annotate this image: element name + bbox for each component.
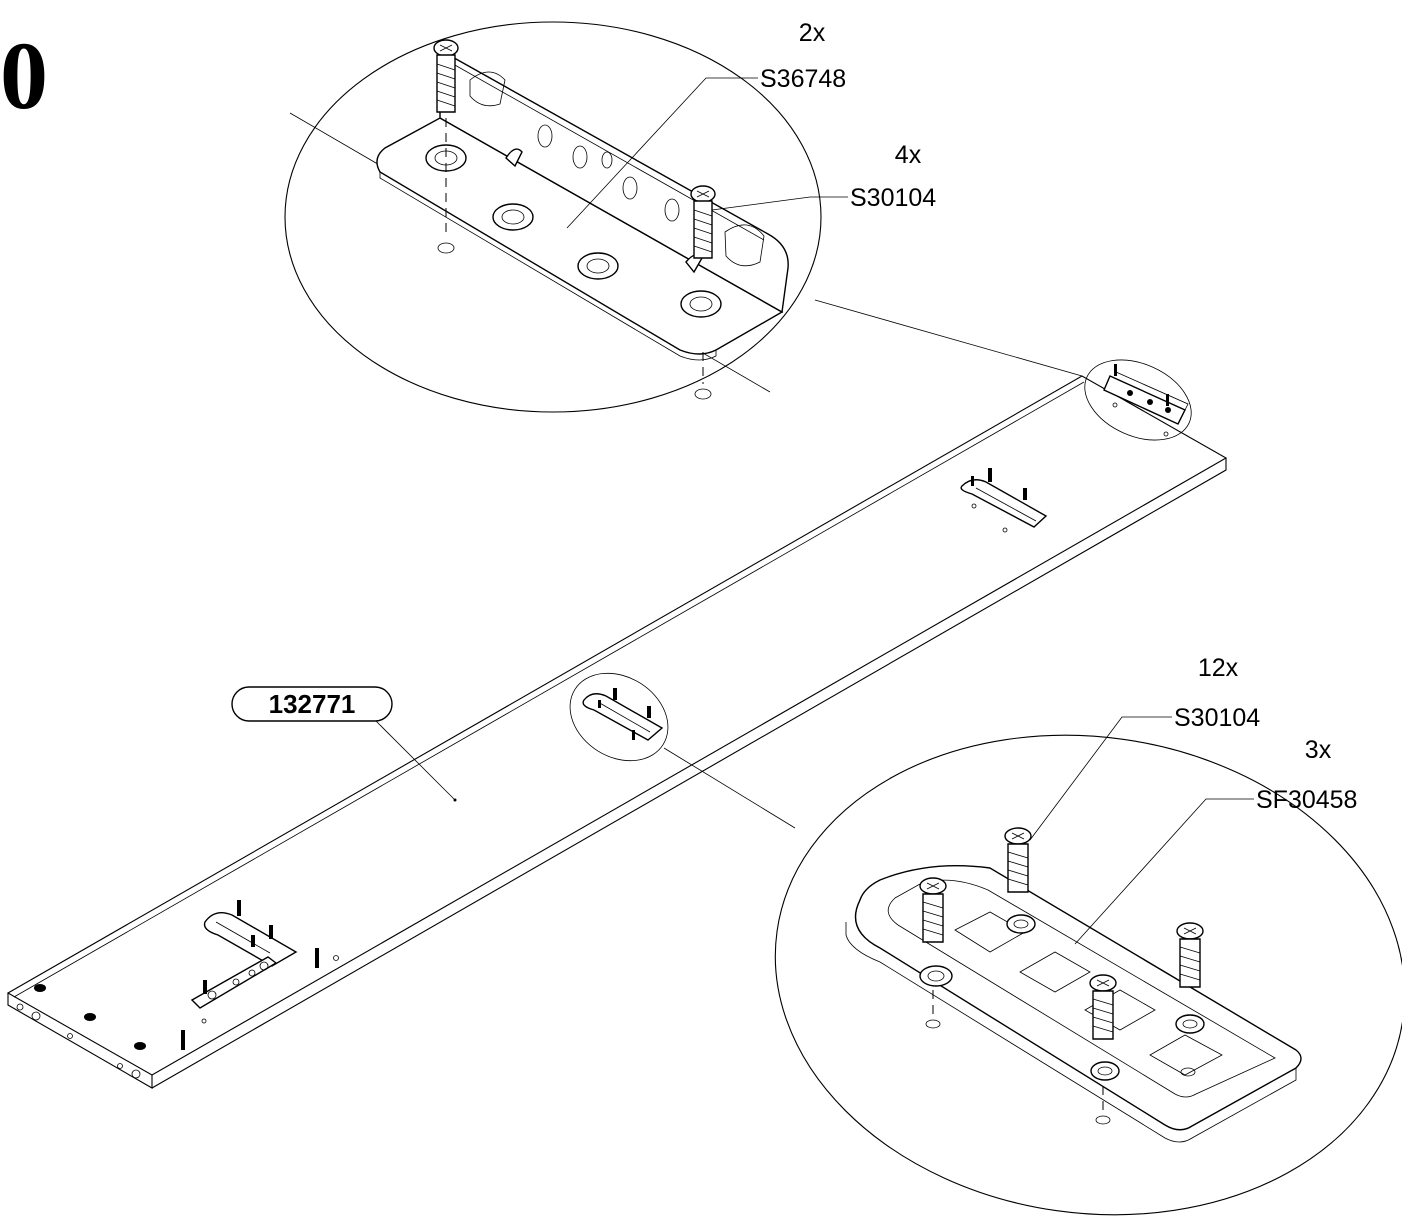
detail-bottom-screw-code: S30104 — [1174, 704, 1260, 732]
detail-top-bracket-code: S36748 — [760, 65, 846, 93]
detail-bottom-screw-4 — [1089, 974, 1117, 1125]
step-number: 10 — [0, 22, 48, 129]
detail-top-labels: 2x S36748 4x S30104 — [760, 19, 936, 212]
detail-top-enlargement — [284, 21, 1083, 413]
detail-bottom-screw-2 — [919, 877, 947, 1029]
detail-bottom-bracket-code: SF30458 — [1256, 786, 1357, 814]
detail-bottom-labels: 12x S30104 3x SF30458 — [1174, 654, 1357, 814]
panel-corner-bracket — [1084, 359, 1192, 441]
panel-right-hardware — [960, 468, 1048, 533]
panel-left-hardware — [181, 900, 339, 1050]
detail-top-screw-right — [690, 185, 716, 400]
panel-center-hardware — [569, 672, 669, 762]
detail-bottom-enlargement — [663, 716, 1402, 1216]
part-number-callout: 132771 — [231, 686, 457, 802]
detail-top-screw-code: S30104 — [850, 184, 936, 212]
panel-board — [6, 375, 1228, 1089]
detail-bottom-bracket-qty: 3x — [1305, 736, 1332, 764]
part-number: 132771 — [269, 689, 356, 719]
detail-bottom-screw-qty: 12x — [1198, 654, 1239, 682]
detail-bottom-screw-1 — [1004, 827, 1032, 893]
detail-top-screw-left — [433, 39, 459, 254]
detail-top-bracket-qty: 2x — [799, 19, 826, 47]
detail-top-screw-qty: 4x — [895, 141, 922, 169]
detail-bottom-screw-3 — [1176, 922, 1204, 988]
